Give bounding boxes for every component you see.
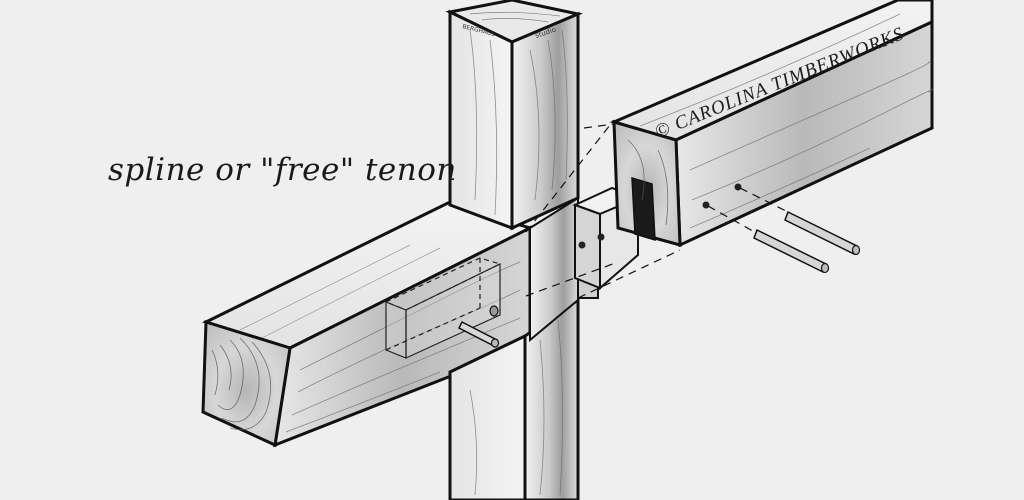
loose-pegs <box>753 210 861 274</box>
left-beam <box>201 201 535 448</box>
loose-peg-1 <box>753 228 830 274</box>
left-beam-end-face <box>201 319 292 448</box>
right-beam: © CAROLINA TIMBERWORKS <box>609 0 934 248</box>
left-beam-peg <box>457 305 500 348</box>
alignment-lines <box>525 119 791 299</box>
loose-peg-2 <box>784 210 861 256</box>
right-beam-peg-hole-1 <box>702 201 710 209</box>
tenon-face <box>574 203 601 290</box>
right-beam-peg-hole-2 <box>734 183 742 191</box>
right-beam-mortise <box>631 176 656 242</box>
tenon-peg-hole-2 <box>597 233 605 241</box>
post-right-face <box>510 11 580 231</box>
post-lower-left <box>448 333 527 500</box>
tenon-peg-hole-1 <box>578 241 586 249</box>
post-left-face <box>448 9 514 231</box>
spline-tenon-caption: spline or "free" tenon <box>108 152 457 188</box>
